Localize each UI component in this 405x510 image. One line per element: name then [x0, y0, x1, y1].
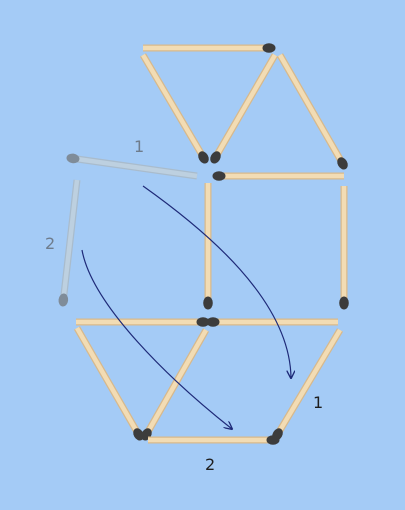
top-middle-diagonal-match — [210, 53, 279, 164]
move-arrow-1 — [142, 185, 291, 378]
top-right-diagonal-match — [276, 53, 348, 170]
removed-match-label-2: 2 — [45, 234, 56, 253]
middle-right-horizontal-match — [206, 317, 338, 327]
target-position-label-1: 1 — [313, 393, 324, 412]
bottom-horizontal-match — [148, 435, 280, 445]
removed-matchsticks-layer — [58, 153, 198, 307]
move-arrows-layer — [81, 185, 291, 429]
move-arrow-2 — [81, 249, 232, 429]
removed-match-2 — [58, 179, 81, 307]
bottom-left-diagonal-match — [73, 326, 144, 441]
middle-left-horizontal-match — [76, 317, 210, 327]
square-left-match — [203, 183, 213, 310]
removed-match-1 — [66, 153, 198, 180]
matchsticks-layer — [73, 43, 349, 445]
removed-match-label-1: 1 — [134, 137, 145, 156]
square-right-match — [339, 186, 349, 310]
target-position-label-2: 2 — [205, 455, 216, 474]
square-top-match — [212, 171, 344, 181]
top-horizontal-match — [143, 43, 276, 53]
top-left-diagonal-match — [139, 53, 209, 164]
